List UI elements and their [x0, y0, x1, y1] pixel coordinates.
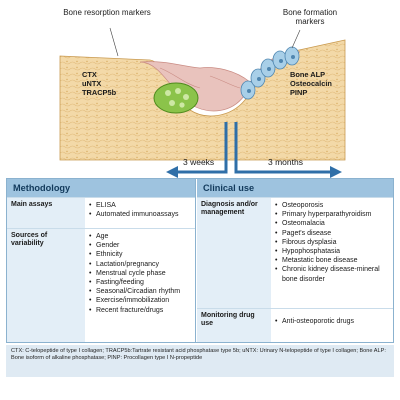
- list-item: Age: [89, 232, 193, 241]
- list-item: Chronic kidney disease-mineral bone diso…: [275, 265, 391, 283]
- list-item: Metastatic bone disease: [275, 256, 391, 265]
- main-assays-list: ELISA Automated immunoassays: [89, 201, 193, 220]
- marker-item: PINP: [290, 88, 308, 97]
- list-item: Lactation/pregnancy: [89, 260, 193, 269]
- list-item: Hypophosphatasia: [275, 247, 391, 256]
- abbreviations-footnote: CTX: C-telopeptide of type I collagen; T…: [6, 345, 394, 377]
- methodology-header: Methodology: [7, 179, 195, 197]
- clinical-use-header: Clinical use: [197, 179, 393, 197]
- resorption-markers-title: Bone resorption markers: [63, 8, 151, 17]
- formation-markers-title: Bone formation markers: [282, 8, 338, 26]
- main-assays-row: Main assays ELISA Automated immunoassays: [7, 197, 195, 228]
- diagnosis-row: Diagnosis and/or management Osteoporosis…: [197, 197, 393, 308]
- row-label: Monitoring drug use: [197, 309, 271, 342]
- list-item: Anti-osteoporotic drugs: [275, 317, 391, 326]
- resorption-marker-list: CTX uNTX TRACP5b: [82, 70, 116, 97]
- info-table: Methodology Main assays ELISA Automated …: [6, 178, 394, 343]
- list-item: Paget's disease: [275, 229, 391, 238]
- row-label: Sources of variability: [7, 229, 85, 342]
- bone-remodeling-illustration: [59, 27, 346, 178]
- osteoclast-cell-icon: [153, 82, 199, 114]
- list-item: Primary hyperparathyroidism: [275, 210, 391, 219]
- methodology-column: Methodology Main assays ELISA Automated …: [7, 179, 196, 342]
- branching-arrow-icon: [175, 122, 332, 174]
- list-item: Osteomalacia: [275, 219, 391, 228]
- marker-item: uNTX: [82, 79, 102, 88]
- marker-item: CTX: [82, 70, 97, 79]
- osteoblast-cell-icon: [240, 46, 300, 100]
- list-item: Exercise/immobilization: [89, 296, 193, 305]
- list-item: Fibrous dysplasia: [275, 238, 391, 247]
- clinical-use-column: Clinical use Diagnosis and/or management…: [197, 179, 393, 342]
- monitoring-list: Anti-osteoporotic drugs: [275, 317, 391, 326]
- marker-item: Bone ALP: [290, 70, 326, 79]
- variability-row: Sources of variability Age Gender Ethnic…: [7, 228, 195, 342]
- list-item: Gender: [89, 241, 193, 250]
- variability-list: Age Gender Ethnicity Lactation/pregnancy…: [89, 232, 193, 315]
- list-item: Fasting/feeding: [89, 278, 193, 287]
- list-item: Ethnicity: [89, 250, 193, 259]
- time-label-weeks: 3 weeks: [183, 157, 215, 167]
- list-item: ELISA: [89, 201, 193, 210]
- list-item: Recent fracture/drugs: [89, 306, 193, 315]
- row-label: Main assays: [7, 198, 85, 228]
- diagnosis-list: Osteoporosis Primary hyperparathyroidism…: [275, 201, 391, 284]
- marker-item: Osteocalcin: [290, 79, 332, 88]
- time-label-months: 3 months: [268, 157, 303, 167]
- row-label: Diagnosis and/or management: [197, 198, 271, 308]
- list-item: Osteoporosis: [275, 201, 391, 210]
- list-item: Seasonal/Circadian rhythm: [89, 287, 193, 296]
- formation-marker-list: Bone ALP Osteocalcin PINP: [290, 70, 332, 97]
- monitoring-row: Monitoring drug use Anti-osteoporotic dr…: [197, 308, 393, 342]
- marker-item: TRACP5b: [82, 88, 117, 97]
- list-item: Automated immunoassays: [89, 210, 193, 219]
- list-item: Menstrual cycle phase: [89, 269, 193, 278]
